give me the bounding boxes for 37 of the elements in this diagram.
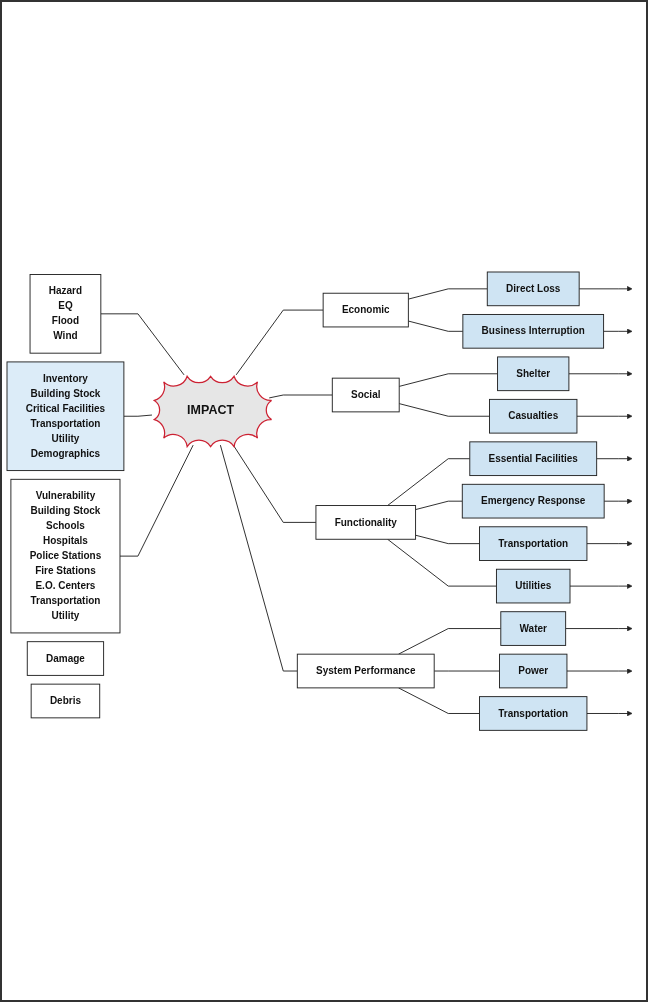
node-box: Casualties [489, 398, 578, 434]
connector [398, 402, 490, 417]
node-box: Power [499, 653, 568, 689]
connector [398, 373, 499, 387]
connector [398, 687, 480, 714]
node-box: System Performance [296, 653, 435, 689]
node-box: Water [500, 611, 567, 646]
node-box: Emergency Response [461, 483, 605, 519]
connector [407, 288, 488, 300]
node-box: Social [331, 377, 400, 413]
connector [415, 500, 463, 510]
node-box: Inventory Building Stock Critical Facilities Transportation Utility Demographics [6, 361, 125, 471]
node-box: Transportation [479, 526, 588, 561]
connector [219, 444, 298, 672]
connector [119, 444, 194, 557]
node-box: Debris [30, 683, 101, 719]
connector [415, 534, 480, 544]
node-box: Shelter [497, 356, 570, 391]
node-box: Direct Loss [486, 271, 580, 306]
connector [100, 313, 185, 376]
connector [407, 320, 464, 332]
connector [268, 394, 333, 399]
node-box: Essential Facilities [469, 441, 598, 476]
node-box: Hazard EQ Flood Wind [29, 273, 102, 354]
node-box: Transportation [479, 696, 588, 731]
connector [235, 309, 324, 376]
node-box: Damage [26, 641, 105, 676]
connector [433, 670, 500, 672]
connector [387, 538, 497, 587]
node-box: Economic [322, 292, 409, 328]
node-box: Utilities [495, 568, 571, 604]
node-box: Vulnerability Building Stock Schools Hospitals Police Stations Fire Stations E.O. Centers Transportation Utility [10, 478, 121, 634]
node-box: Functionality [315, 504, 417, 540]
connector [232, 444, 317, 523]
connector [123, 414, 153, 417]
connector [387, 458, 471, 506]
node-box: Business Interruption [462, 313, 605, 349]
